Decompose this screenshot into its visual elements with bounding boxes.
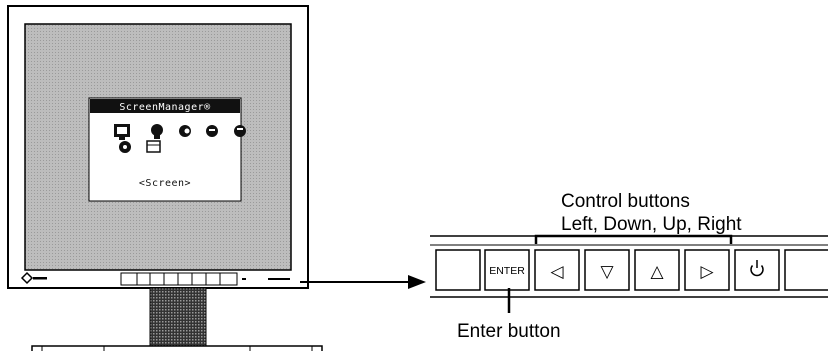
monitor-button-row	[120, 272, 290, 286]
control-buttons-title: Control buttons	[561, 191, 690, 212]
down-arrow-icon: ▽	[600, 262, 614, 282]
monitor-stand-neck	[149, 287, 207, 347]
power-button[interactable]	[734, 249, 780, 291]
osd-title-bar	[90, 99, 240, 113]
pointer-arrow	[300, 275, 426, 289]
down-button[interactable]: ▽	[584, 249, 630, 291]
control-buttons-callout: Control buttons Left, Down, Up, Right	[534, 191, 742, 244]
information-icon	[119, 141, 131, 153]
exit-icon	[146, 140, 161, 153]
monitor-stand-base	[31, 345, 323, 351]
up-arrow-icon: △	[650, 262, 664, 282]
osd-title: ScreenManager®	[119, 102, 211, 113]
control-buttons-subtitle: Left, Down, Up, Right	[561, 214, 742, 235]
right-button[interactable]: ▷	[684, 249, 730, 291]
monitor: ScreenManager®	[7, 5, 323, 351]
osd-caption: <Screen>	[139, 178, 191, 189]
enter-button-label-callout: Enter button	[457, 321, 561, 342]
osd-window: ScreenManager®	[88, 97, 246, 202]
eizo-logo-icon	[20, 271, 47, 285]
right-arrow-icon: ▷	[700, 262, 714, 282]
enter-button-callout: Enter button	[457, 288, 561, 342]
blank-panel-button-left	[435, 249, 481, 291]
button-panel-detail: ENTER ◁ ▽ △ ▷	[430, 235, 828, 298]
sound-icon	[179, 125, 191, 137]
power-icon	[750, 260, 764, 277]
up-button[interactable]: △	[634, 249, 680, 291]
left-arrow-icon: ◁	[550, 262, 564, 282]
screen-icon	[114, 124, 130, 140]
left-button[interactable]: ◁	[534, 249, 580, 291]
control-buttons-bracket	[534, 234, 733, 244]
blank-panel-button-right	[784, 249, 828, 291]
powermanager-icon	[206, 125, 218, 137]
color-icon	[151, 124, 163, 139]
enter-button[interactable]: ENTER	[484, 249, 530, 291]
enter-button-label: ENTER	[489, 265, 525, 277]
others-icon	[234, 125, 246, 137]
